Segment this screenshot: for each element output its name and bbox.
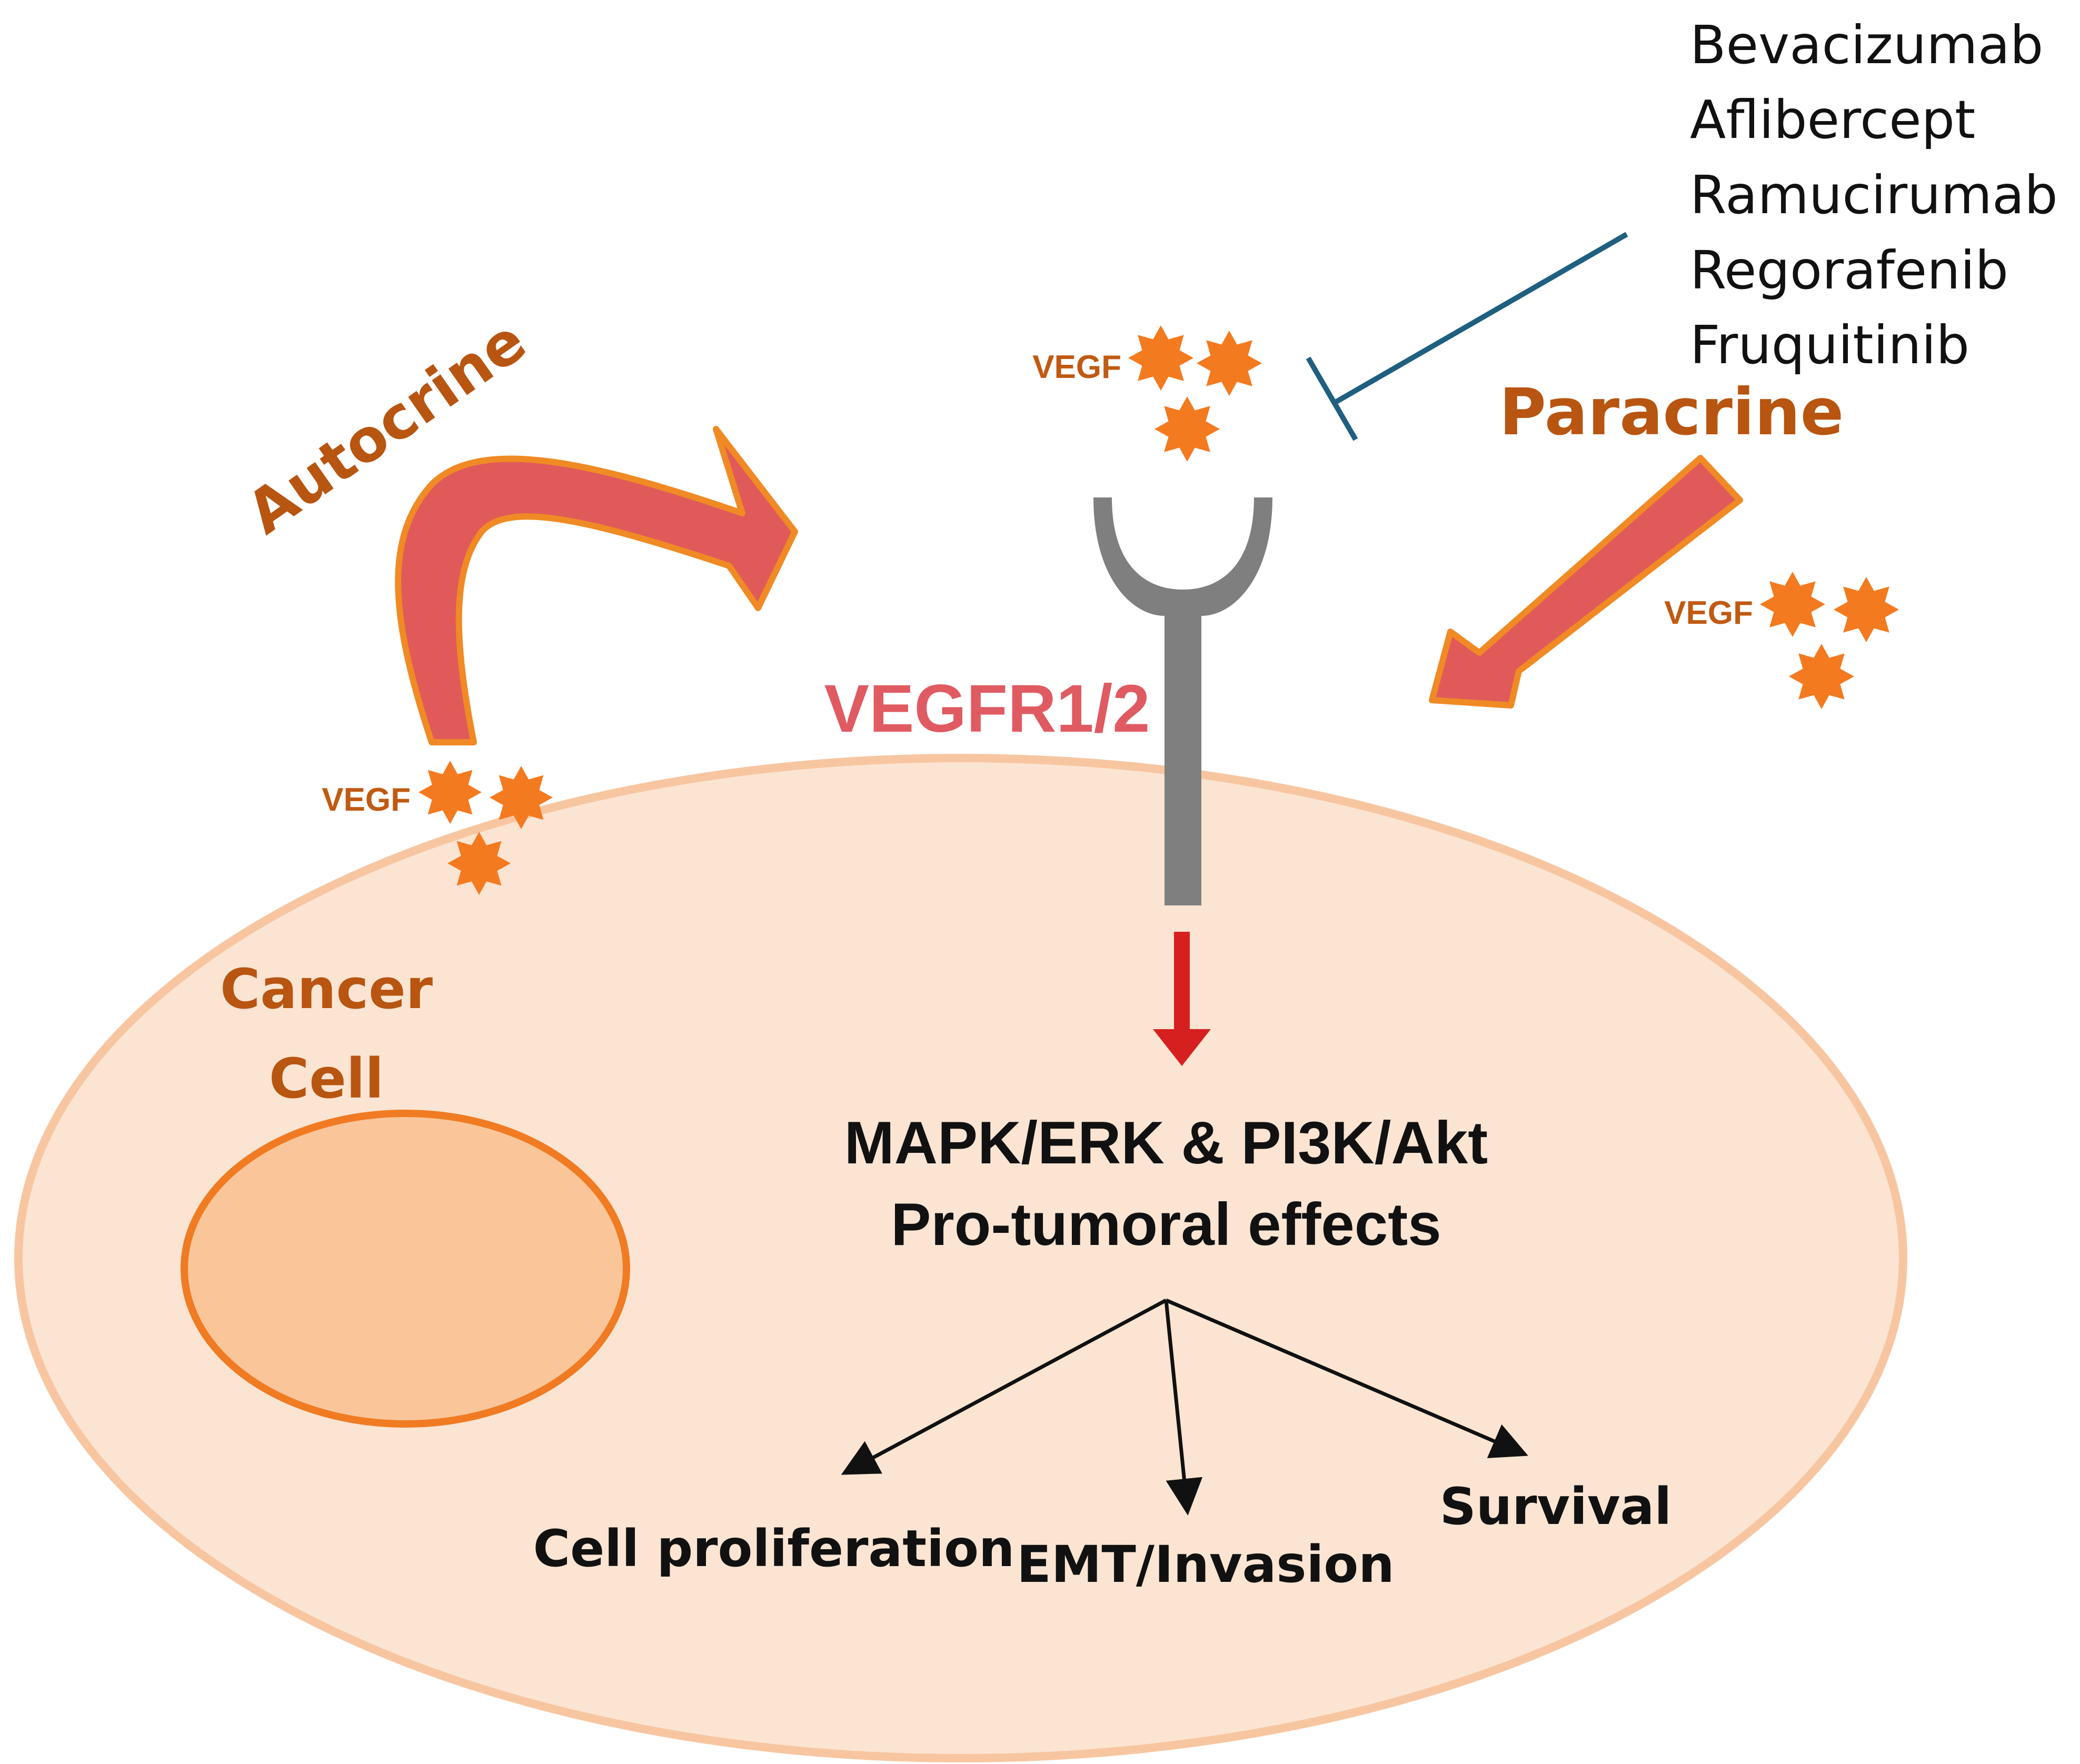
star-icon	[1128, 325, 1193, 391]
cell-label-line2: Cell	[269, 1047, 384, 1111]
star-icon	[1789, 644, 1854, 709]
drug-list-item-2: Aflibercept	[1690, 89, 1975, 151]
signal-arrow	[1153, 932, 1211, 1066]
star-icon	[1197, 331, 1262, 396]
outcome-survival: Survival	[1440, 1477, 1672, 1536]
paracrine-label: Paracrine	[1499, 375, 1844, 450]
vegf-cluster-right: VEGF	[1664, 572, 1899, 709]
vegf-label-right: VEGF	[1664, 595, 1753, 631]
nucleus	[181, 1110, 630, 1428]
drug-list-item-1: Bevacizumab	[1690, 14, 2043, 76]
star-icon	[1155, 396, 1220, 462]
star-icon	[1760, 572, 1825, 637]
drug-list-item-4: Regorafenib	[1690, 240, 2008, 301]
cancer-cell	[14, 754, 1907, 1762]
drug-list-item-5: Fruquitinib	[1690, 314, 1969, 376]
outcome-emt: EMT/Invasion	[1017, 1535, 1394, 1594]
star-icon	[490, 766, 553, 829]
star-icon	[447, 832, 511, 895]
receptor-icon	[1093, 497, 1272, 905]
pathway-label: MAPK/ERK & PI3K/Akt	[844, 1110, 1488, 1177]
outcome-proliferation: Cell proliferation	[533, 1519, 1015, 1578]
inhibition-bar-icon	[1306, 232, 1628, 441]
branch-arrows	[841, 1298, 1528, 1516]
vegf-cluster-top: VEGF	[1032, 325, 1262, 462]
vegf-label-top: VEGF	[1032, 349, 1121, 385]
effects-heading: Pro-tumoral effects	[891, 1191, 1441, 1258]
receptor-label: VEGFR1/2	[824, 671, 1150, 746]
vegf-label-autocrine: VEGF	[322, 782, 411, 818]
cell-label-line1: Cancer	[220, 957, 433, 1021]
vegf-cluster-autocrine: VEGF	[322, 761, 553, 895]
drug-list-item-3: Ramucirumab	[1690, 164, 2058, 226]
paracrine-arrow	[1429, 455, 1743, 709]
star-icon	[1834, 577, 1899, 642]
star-icon	[419, 761, 482, 824]
autocrine-arrow	[395, 426, 798, 745]
